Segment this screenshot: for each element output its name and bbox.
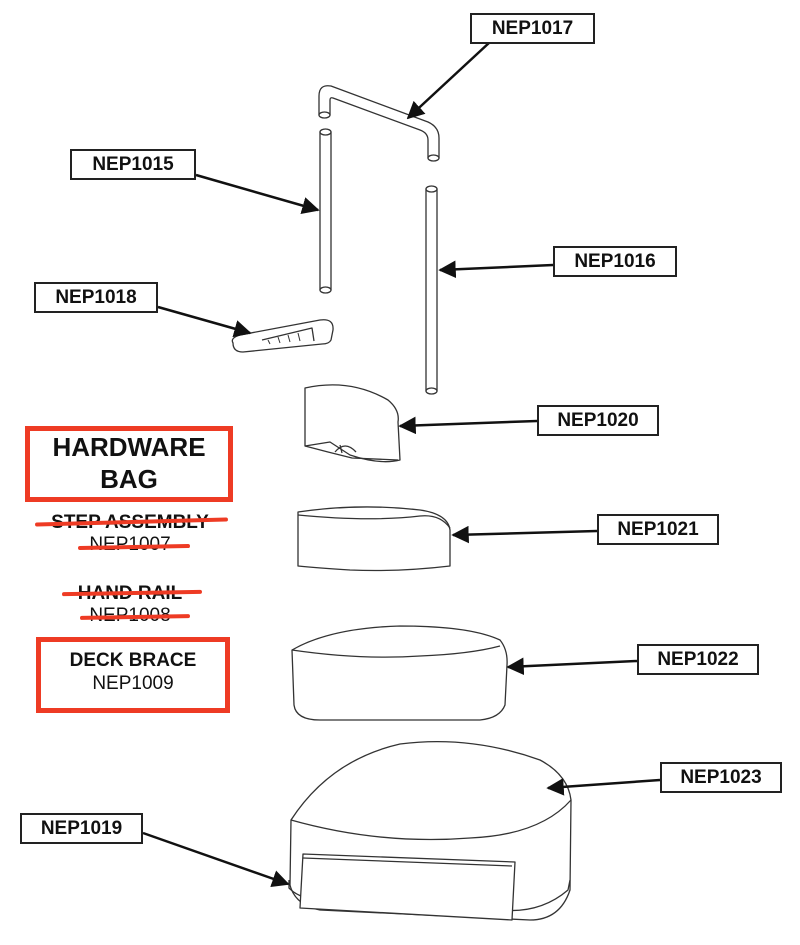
label-nep1022: NEP1022 [637, 644, 759, 675]
arrow-nep1017 [406, 41, 491, 120]
label-nep1019: NEP1019 [20, 813, 143, 844]
label-nep1021: NEP1021 [597, 514, 719, 545]
arrow-nep1022 [506, 657, 638, 676]
part-nep1018-wedge-brace [231, 319, 334, 353]
part-nep1019-base-rim [288, 853, 571, 921]
label-nep1020: NEP1020 [537, 405, 659, 436]
deck-brace-box [36, 637, 230, 713]
deck-brace-note: DECK BRACE NEP1009 [40, 649, 226, 695]
label-nep1023: NEP1023 [660, 762, 782, 793]
deck-brace-code: NEP1009 [92, 673, 174, 694]
arrow-nep1015 [195, 173, 320, 215]
label-nep1015: NEP1015 [70, 149, 196, 180]
arrow-nep1021 [451, 525, 598, 544]
part-nep1015-short-post [319, 128, 332, 294]
part-nep1017-top-rail [318, 85, 440, 162]
hardware-bag-title: HARDWARE BAG [52, 432, 206, 494]
part-nep1021-step [297, 506, 451, 572]
part-nep1020-top-block [304, 384, 401, 463]
hardware-bag-box [25, 426, 233, 502]
arrow-nep1020 [398, 416, 538, 435]
arrow-nep1018 [157, 305, 252, 338]
label-nep1018: NEP1018 [34, 282, 158, 313]
part-nep1016-long-post [425, 185, 438, 395]
arrow-nep1023 [546, 778, 661, 796]
deck-brace-title: DECK BRACE [69, 650, 197, 671]
label-nep1016: NEP1016 [553, 246, 677, 277]
part-nep1022-step [291, 625, 508, 721]
label-nep1017: NEP1017 [470, 13, 595, 44]
arrow-nep1016 [438, 260, 554, 279]
arrow-nep1019 [142, 831, 290, 888]
hand-rail-note: HAND RAIL NEP1008 [20, 583, 240, 627]
